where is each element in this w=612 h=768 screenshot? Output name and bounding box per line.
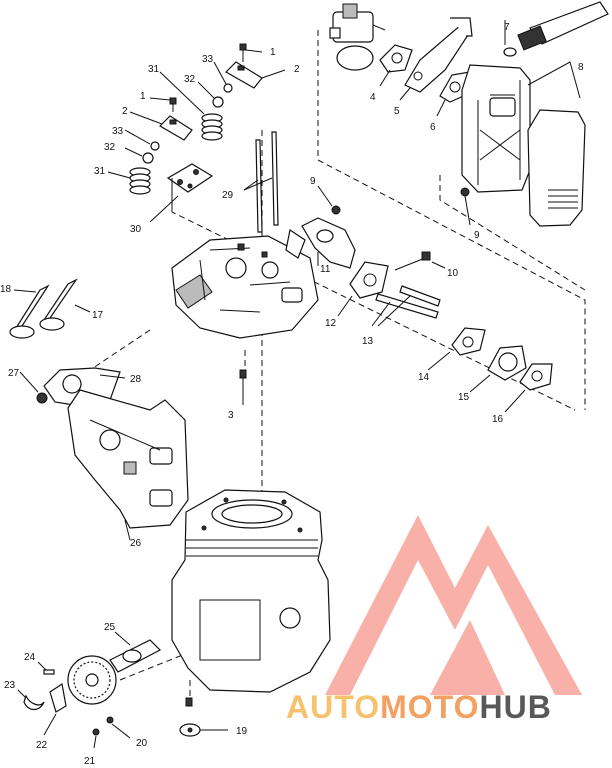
label-25: 25 — [104, 622, 116, 633]
label-5: 5 — [394, 106, 400, 117]
label-4: 4 — [370, 92, 376, 103]
part-22 — [43, 682, 67, 736]
label-1-lower: 1 — [140, 91, 146, 102]
watermark-hub: HUB — [479, 689, 551, 725]
valve-spring-31-lower — [129, 167, 151, 195]
label-15: 15 — [458, 392, 470, 403]
watermark-logo-mark — [325, 515, 582, 695]
label-29: 29 — [222, 190, 234, 201]
shroud-26 — [67, 389, 189, 541]
label-6: 6 — [430, 122, 436, 133]
label-17: 17 — [92, 310, 104, 321]
studs-13 — [371, 285, 441, 327]
push-rods-29 — [243, 131, 279, 233]
label-33-lower: 33 — [112, 126, 124, 137]
label-13: 13 — [362, 336, 374, 347]
label-26: 26 — [130, 538, 142, 549]
label-9-center: 9 — [310, 176, 316, 187]
cylinder-head — [171, 235, 319, 339]
label-7: 7 — [504, 22, 510, 33]
rocker-assembly-upper — [159, 43, 286, 141]
manifold-11 — [285, 217, 356, 269]
label-32-upper: 32 — [184, 74, 196, 85]
label-31-lower: 31 — [94, 166, 106, 177]
label-22: 22 — [36, 740, 48, 751]
watermark-auto: AUTO — [286, 689, 380, 725]
watermark-logo: AUTOMOTOHUB — [286, 515, 582, 725]
label-18: 18 — [0, 284, 12, 295]
label-9-right: 9 — [474, 230, 480, 241]
label-33-upper: 33 — [202, 54, 214, 65]
gasket-4 — [379, 44, 413, 87]
label-24: 24 — [24, 652, 36, 663]
nut-9-center — [317, 185, 341, 215]
gasket-12 — [337, 261, 389, 317]
bolt-3 — [239, 369, 247, 405]
label-27: 27 — [8, 368, 20, 379]
flange-15 — [469, 345, 527, 393]
label-21: 21 — [84, 756, 96, 767]
clip-23 — [17, 689, 45, 711]
label-1-upper: 1 — [270, 47, 276, 58]
label-16: 16 — [492, 414, 504, 425]
label-19: 19 — [236, 726, 248, 737]
label-11: 11 — [320, 264, 331, 275]
valves-17-18 — [9, 278, 91, 339]
nut-9-right — [460, 187, 471, 226]
bracket-5 — [399, 17, 473, 101]
label-3: 3 — [228, 410, 234, 421]
label-23: 23 — [4, 680, 16, 691]
camshaft-25 — [67, 631, 162, 705]
part-labels: 1 2 1 2 33 32 31 31 32 33 29 30 9 11 10 … — [0, 22, 584, 767]
label-32-lower: 32 — [104, 142, 116, 153]
gasket-16 — [504, 363, 553, 413]
air-filter-housing-8 — [461, 61, 586, 227]
label-2-lower: 2 — [122, 106, 128, 117]
bolt-10 — [394, 251, 446, 271]
valve-spring-31-upper — [201, 113, 223, 141]
rocker-bracket-30 — [149, 163, 214, 223]
watermark-moto: MOTO — [380, 689, 479, 725]
gasket-14 — [427, 327, 486, 371]
label-30: 30 — [130, 224, 142, 235]
label-20: 20 — [136, 738, 148, 749]
label-12: 12 — [325, 318, 337, 329]
label-31-upper: 31 — [148, 64, 160, 75]
part-19 — [179, 697, 228, 737]
rocker-assembly-lower — [107, 97, 193, 195]
label-14: 14 — [418, 372, 430, 383]
carburetor — [329, 3, 386, 71]
part-20-21 — [92, 716, 131, 749]
label-10: 10 — [447, 268, 459, 279]
watermark-text: AUTOMOTOHUB — [286, 689, 552, 725]
label-28: 28 — [130, 374, 142, 385]
label-2-upper: 2 — [294, 64, 300, 75]
exhaust-pipe-7 — [503, 1, 609, 57]
pin-24 — [37, 661, 55, 675]
label-8: 8 — [578, 62, 584, 73]
cylinder-block — [171, 489, 331, 693]
